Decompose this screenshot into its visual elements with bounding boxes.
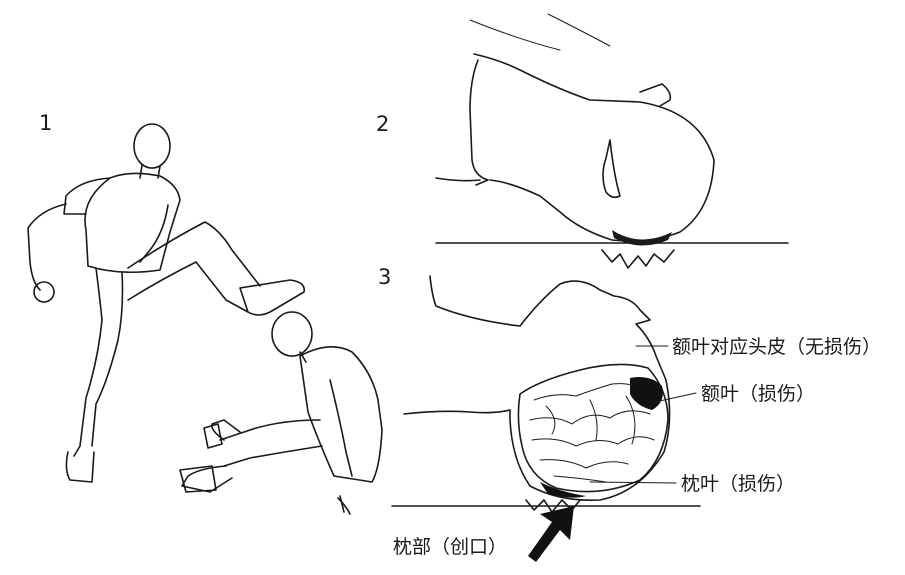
leader-frontal-lobe bbox=[654, 392, 697, 403]
impact-shading bbox=[612, 230, 672, 246]
victim-upper-leg bbox=[219, 419, 323, 467]
victim-hand bbox=[337, 497, 351, 515]
motion-lines bbox=[469, 13, 611, 51]
panel-3-brain-section bbox=[391, 275, 701, 562]
leader-occipital-lobe bbox=[589, 481, 677, 484]
kicker-figure bbox=[27, 123, 306, 483]
head-section-outline bbox=[429, 275, 671, 502]
kicker-right-arm bbox=[139, 204, 169, 263]
victim-shirt bbox=[299, 346, 383, 483]
kicker-standing-shoe bbox=[65, 451, 95, 483]
victim-feet bbox=[181, 419, 241, 493]
label-frontal-scalp: 额叶对应头皮（无损伤） bbox=[672, 336, 882, 358]
label-occipital-lobe: 枕叶（损伤） bbox=[681, 473, 796, 495]
kicker-left-arm bbox=[27, 203, 67, 291]
kicker-standing-leg bbox=[73, 267, 124, 457]
victim-neck bbox=[299, 351, 307, 363]
victim-head bbox=[271, 311, 313, 357]
brain-folds bbox=[529, 383, 655, 483]
back-line bbox=[403, 409, 511, 415]
impact-burst bbox=[601, 249, 675, 269]
occipital-lobe-bruise bbox=[540, 482, 586, 498]
panel-1-figures bbox=[27, 123, 383, 515]
kicker-head bbox=[133, 123, 171, 169]
kicker-kicking-shoe bbox=[239, 279, 306, 316]
label-frontal-lobe: 额叶（损伤） bbox=[701, 383, 816, 405]
panel-number-3: 3 bbox=[378, 265, 392, 289]
kicker-left-sleeve bbox=[63, 177, 111, 215]
panel-number-1: 1 bbox=[39, 111, 53, 135]
kicker-fist bbox=[33, 281, 55, 303]
impact-arrow bbox=[528, 506, 574, 562]
head-outline bbox=[473, 53, 715, 242]
victim-figure bbox=[179, 311, 383, 515]
panel-2-head-impact bbox=[435, 13, 789, 269]
collar bbox=[469, 59, 489, 186]
face-profile bbox=[639, 83, 672, 107]
shoulder-line bbox=[435, 177, 481, 182]
panel-number-2: 2 bbox=[376, 112, 390, 136]
kicker-kicking-leg bbox=[127, 221, 261, 313]
victim-arm bbox=[329, 379, 353, 513]
victim-shoe-1 bbox=[203, 423, 223, 449]
label-occipital-wound: 枕部（创口） bbox=[393, 536, 508, 558]
skull bbox=[517, 363, 669, 493]
kicker-shirt bbox=[84, 172, 181, 274]
victim-shoe-2 bbox=[179, 465, 217, 493]
ear bbox=[602, 139, 621, 199]
